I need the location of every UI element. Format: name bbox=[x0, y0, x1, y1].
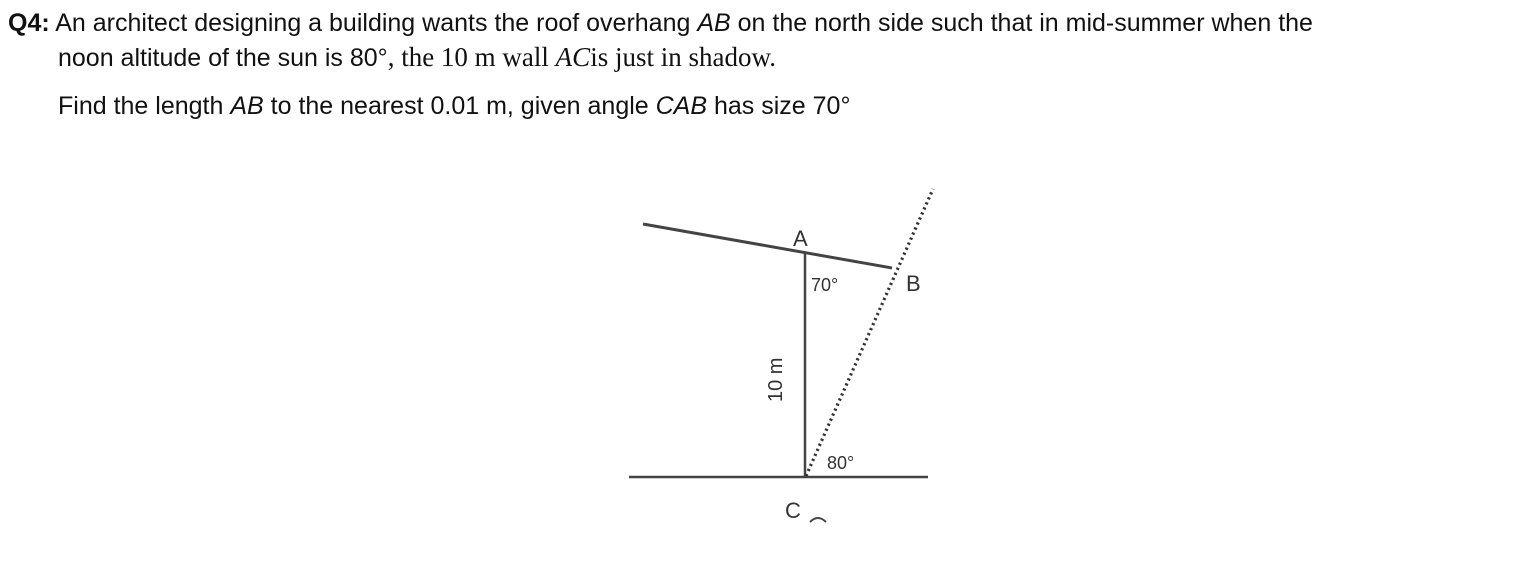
question-text-3a: Find the length bbox=[58, 92, 231, 120]
angle-cab-label: CAB bbox=[655, 92, 708, 120]
question-text-1-end: on the north side such that in mid-summe… bbox=[730, 9, 1313, 37]
point-c-label: C bbox=[785, 498, 801, 523]
segment-ac-label: AC bbox=[555, 42, 591, 72]
roof-line bbox=[642, 222, 893, 270]
angle-c-arc bbox=[809, 517, 827, 523]
question-line-2: noon altitude of the sun is 80°, the 10 … bbox=[8, 40, 1533, 75]
question-label: Q4: bbox=[8, 9, 50, 37]
point-b-label: B bbox=[906, 271, 921, 296]
segment-ab-label: AB bbox=[697, 9, 731, 37]
question-text-1: An architect designing a building wants … bbox=[49, 9, 698, 37]
segment-ab-label-2: AB bbox=[230, 92, 264, 120]
question-text-3b: to the nearest 0.01 m, given angle bbox=[263, 92, 656, 120]
question-line-1: Q4: An architect designing a building wa… bbox=[8, 6, 1533, 40]
question-text-2b: , the 10 m wall bbox=[387, 42, 556, 72]
point-a-label: A bbox=[793, 226, 808, 251]
question-text-2c: is just in shadow. bbox=[590, 42, 776, 72]
sun-ray-line bbox=[804, 188, 935, 477]
question-line-3: Find the length AB to the nearest 0.01 m… bbox=[8, 89, 1533, 123]
angle-a-label: 70° bbox=[811, 275, 838, 295]
question-text-3c: has size 70° bbox=[707, 92, 851, 120]
overhang-diagram: A B C 70° 80° 10 m bbox=[629, 188, 935, 523]
wall-length-label: 10 m bbox=[765, 358, 787, 402]
question-text-2a: noon altitude of the sun is 80° bbox=[58, 44, 388, 72]
problem-statement: Q4: An architect designing a building wa… bbox=[8, 6, 1533, 123]
angle-c-label: 80° bbox=[827, 453, 854, 473]
